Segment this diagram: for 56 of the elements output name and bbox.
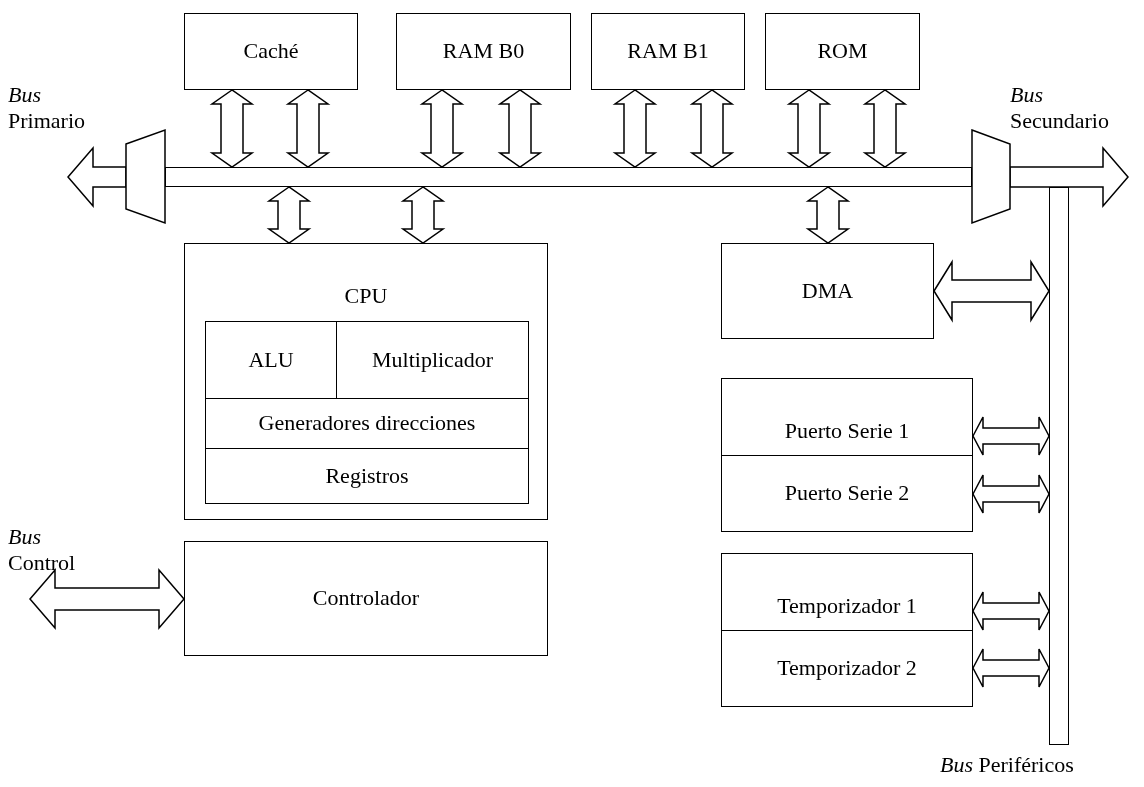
process-box	[765, 13, 920, 90]
process-box	[396, 13, 571, 90]
box-label: CPU	[344, 284, 388, 309]
process-box	[721, 553, 973, 631]
box-label: Generadores direcciones	[258, 411, 476, 436]
double-arrow	[972, 474, 1050, 514]
process-box	[591, 13, 745, 90]
process-box	[205, 321, 337, 399]
double-arrow	[497, 89, 543, 168]
double-arrow	[1009, 146, 1129, 208]
box-label: RAM B0	[442, 39, 525, 64]
double-arrow	[209, 89, 255, 168]
process-box	[721, 243, 934, 339]
box-label: RAM B1	[627, 39, 709, 64]
process-box	[205, 448, 529, 504]
double-arrow	[612, 89, 658, 168]
box-label: Caché	[243, 39, 299, 64]
double-arrow	[400, 186, 446, 244]
group-box	[184, 243, 548, 520]
double-arrow	[933, 259, 1050, 323]
bus-label: Bus Primario	[8, 82, 85, 135]
process-box	[721, 630, 973, 707]
double-arrow	[29, 568, 185, 630]
bus-bar	[1049, 187, 1069, 745]
double-arrow	[419, 89, 465, 168]
double-arrow	[689, 89, 735, 168]
box-label: Puerto Serie 2	[784, 481, 910, 506]
box-label: Temporizador 1	[777, 593, 917, 618]
box-label: DMA	[801, 278, 854, 304]
double-arrow	[266, 186, 312, 244]
double-arrow	[786, 89, 832, 168]
bus-label: Bus Control	[8, 524, 76, 577]
box-label: ROM	[817, 39, 868, 64]
box-label: Puerto Serie 1	[784, 418, 910, 443]
bus-label: Bus Periféricos	[940, 752, 1074, 779]
double-arrow	[862, 89, 908, 168]
multiplexer-symbol	[126, 130, 165, 223]
process-box	[721, 455, 973, 532]
double-arrow	[285, 89, 331, 168]
process-box	[184, 541, 548, 656]
multiplexer-symbol	[972, 130, 1010, 223]
double-arrow	[805, 186, 851, 244]
double-arrow	[972, 416, 1050, 456]
double-arrow	[67, 146, 127, 208]
process-box	[336, 321, 529, 399]
double-arrow	[972, 648, 1050, 688]
process-box	[205, 398, 529, 449]
bus-label: Bus Secundario	[1010, 82, 1109, 135]
box-label: Multiplicador	[372, 347, 493, 373]
box-label: Temporizador 2	[777, 656, 917, 681]
box-label: Controlador	[312, 586, 420, 611]
box-label: ALU	[248, 347, 294, 373]
process-box	[184, 13, 358, 90]
double-arrow	[972, 591, 1050, 631]
box-label: Registros	[325, 463, 409, 489]
process-box	[721, 378, 973, 456]
